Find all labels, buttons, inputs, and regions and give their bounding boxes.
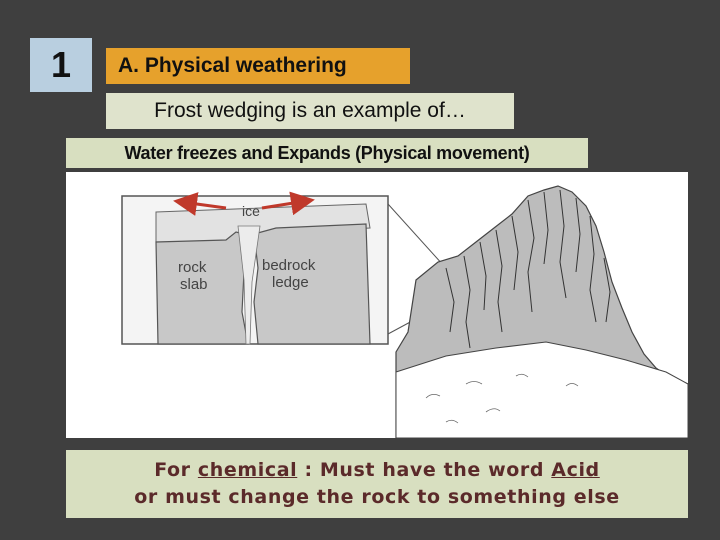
ice-wedge bbox=[237, 225, 261, 345]
slide-number: 1 bbox=[30, 38, 92, 92]
talus-texture bbox=[425, 373, 579, 424]
note-word-acid: Acid bbox=[551, 459, 600, 481]
label-rock: rock bbox=[178, 259, 207, 276]
frost-wedging-illustration: ice rock slab bedrock ledge bbox=[121, 185, 688, 438]
chemical-note: For chemical : Must have the word Acid o… bbox=[66, 450, 688, 518]
label-bedrock: bedrock bbox=[262, 257, 316, 274]
bedrock-ledge bbox=[253, 223, 371, 345]
note-word-chemical: chemical bbox=[197, 459, 298, 481]
label-ice: ice bbox=[242, 203, 260, 219]
note-line-2: or must change the rock to something els… bbox=[134, 486, 620, 508]
label-ledge: ledge bbox=[272, 274, 309, 291]
label-slab: slab bbox=[180, 276, 208, 293]
subtitle: Frost wedging is an example of… bbox=[106, 93, 514, 129]
note-pre: For bbox=[154, 459, 198, 481]
note-mid: : Must have the word bbox=[297, 459, 552, 481]
talus-slope bbox=[395, 341, 688, 438]
expand-arrow-right bbox=[261, 191, 315, 216]
diagram-caption: Water freezes and Expands (Physical move… bbox=[66, 138, 588, 168]
frost-wedging-diagram: ice rock slab bedrock ledge bbox=[66, 172, 688, 438]
cliff-fissures bbox=[445, 189, 611, 349]
expand-arrow-left bbox=[173, 192, 227, 216]
section-title: A. Physical weathering bbox=[106, 48, 410, 84]
leader-line-top bbox=[387, 203, 445, 267]
note-line-1: For chemical : Must have the word Acid bbox=[154, 457, 600, 484]
